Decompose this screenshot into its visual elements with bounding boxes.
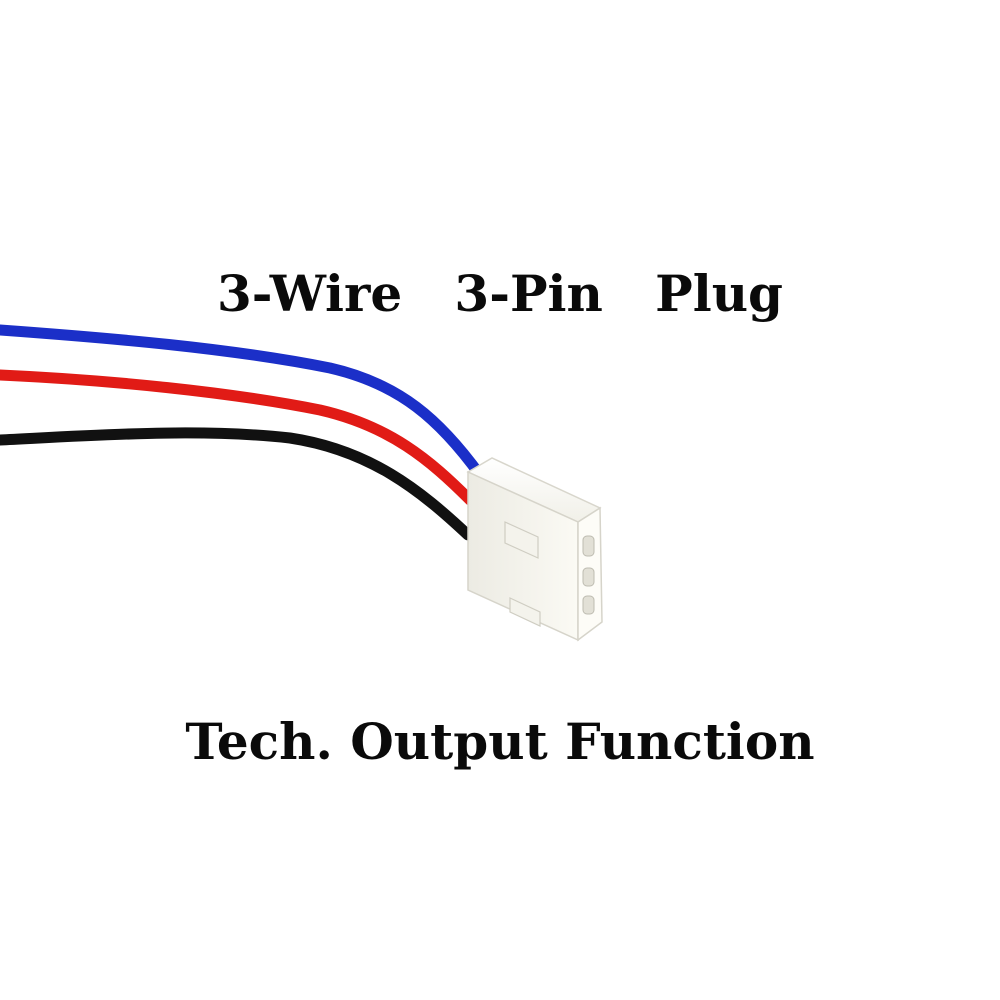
caption-subtitle: Tech. Output Function	[185, 712, 815, 771]
wire-red	[0, 369, 476, 506]
pin-slot-1	[582, 535, 595, 557]
caption-title: 3-Wire 3-Pin Plug	[216, 264, 784, 323]
pin-slot-2	[582, 567, 595, 587]
connector-housing	[466, 457, 603, 642]
wire-blue	[0, 324, 486, 481]
pin-slot-3	[582, 595, 595, 615]
wire-black	[0, 427, 474, 541]
wire-plug-photo	[0, 324, 603, 642]
